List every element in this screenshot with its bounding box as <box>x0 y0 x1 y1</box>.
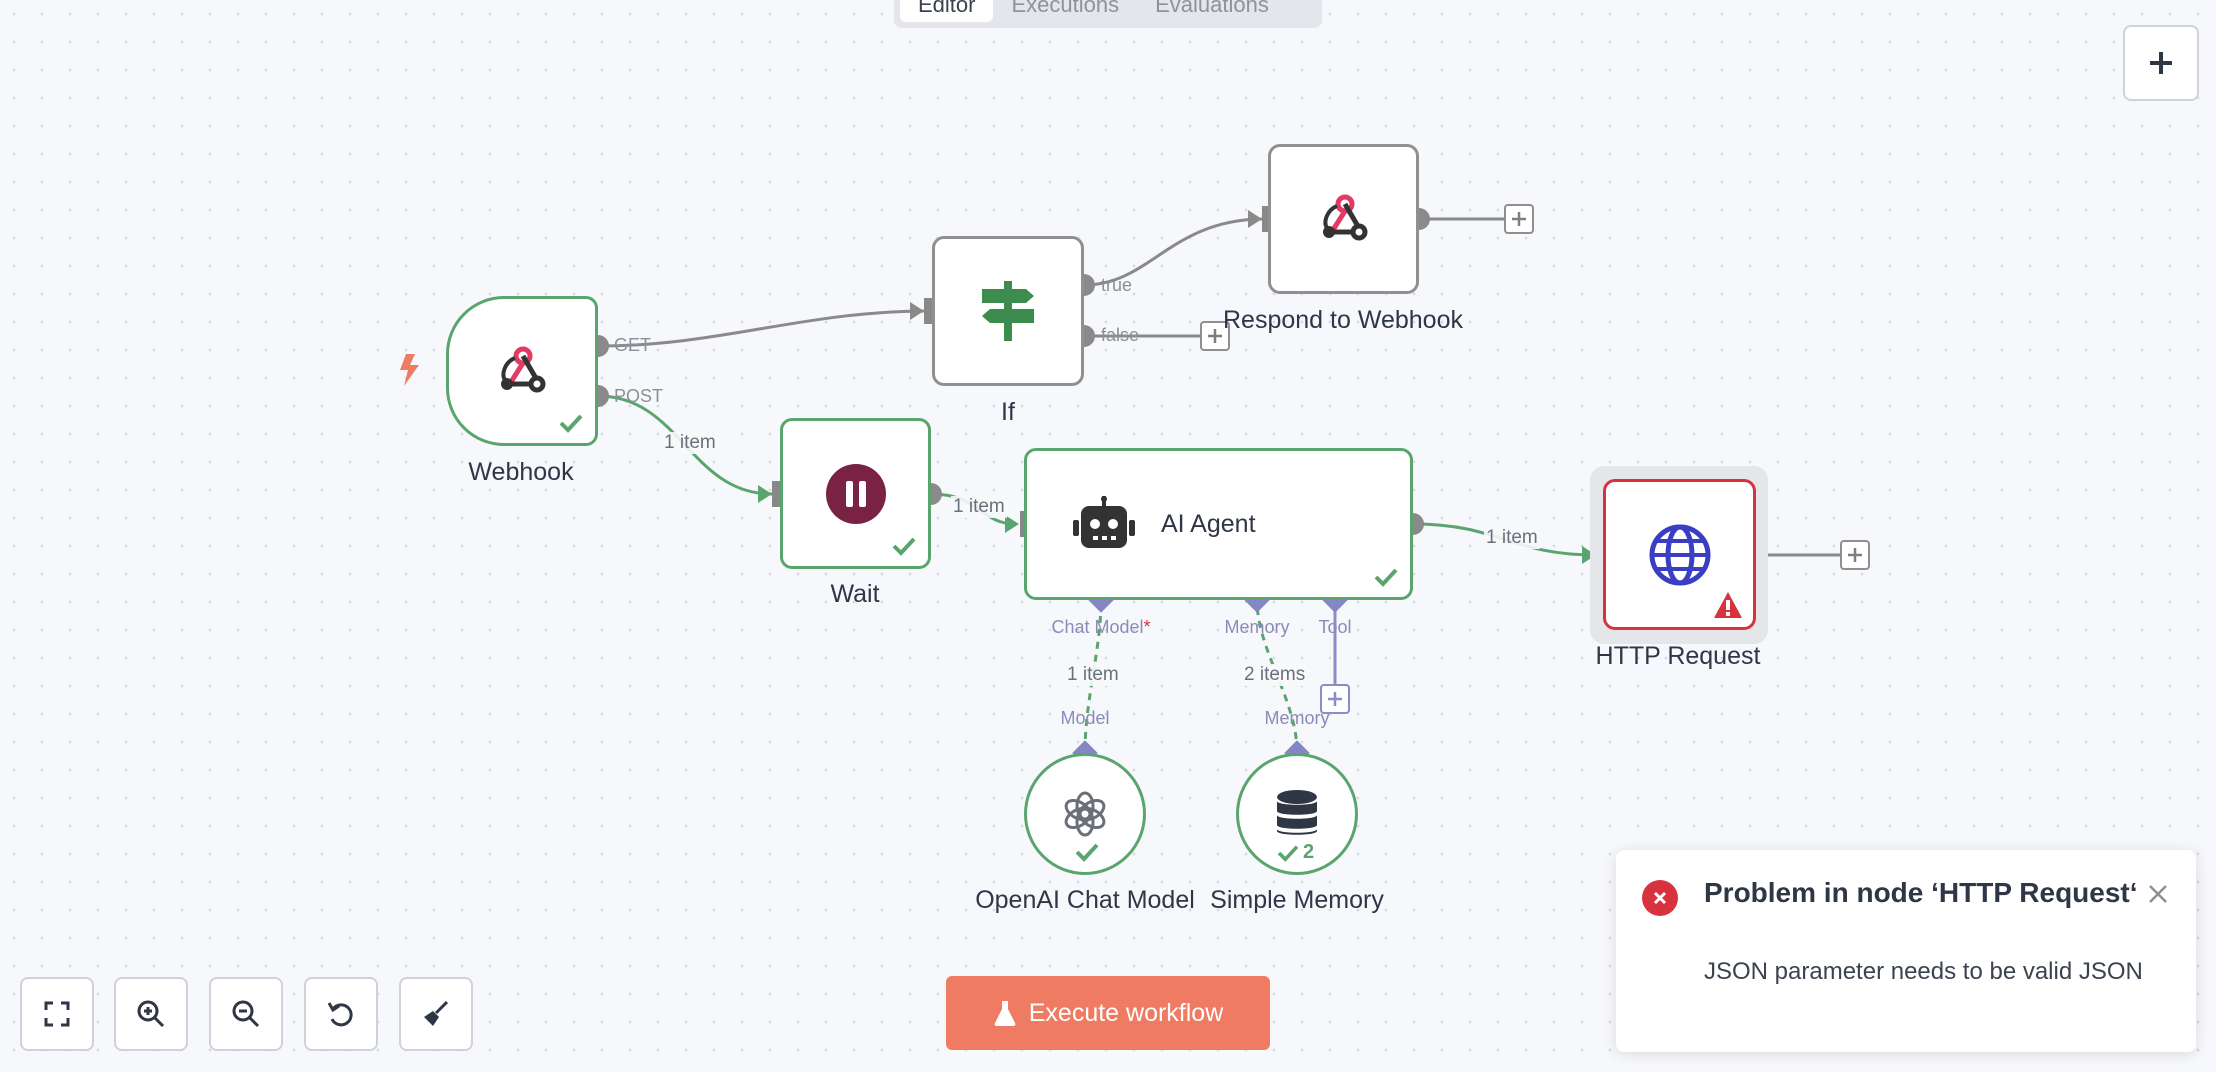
undo-icon <box>327 1002 353 1027</box>
success-check-icon <box>892 537 916 556</box>
edge-get-if <box>597 309 925 348</box>
success-check-icon <box>1374 568 1398 587</box>
plus-icon <box>2150 52 2172 74</box>
port-label-true: true <box>1101 275 1133 295</box>
pause-icon <box>825 463 886 524</box>
tab-evaluations[interactable]: Evaluations <box>1155 0 1269 17</box>
success-check-icon <box>1075 843 1099 862</box>
node-label-openai: OpenAI Chat Model <box>975 886 1195 914</box>
plus-icon <box>1512 212 1526 226</box>
add-node-respond-button[interactable] <box>1504 204 1534 234</box>
flask-icon <box>994 1001 1016 1026</box>
node-ai-agent[interactable]: AI Agent <box>1024 448 1413 600</box>
tab-executions[interactable]: Executions <box>1011 0 1120 17</box>
port-label-tool: Tool <box>1318 617 1352 637</box>
webhook-icon <box>1322 194 1367 241</box>
openai-icon <box>1064 791 1106 837</box>
port-label-memory-in: Memory <box>1264 708 1330 728</box>
run-count-value: 2 <box>1303 841 1315 863</box>
zoom-in-icon <box>137 1000 165 1028</box>
view-tabs: Editor Executions Evaluations <box>894 0 1322 28</box>
edge-label-wait-agent: 1 item <box>951 496 1007 518</box>
tab-editor[interactable]: Editor <box>900 0 994 22</box>
open-nodes-panel-button[interactable] <box>2123 25 2199 101</box>
error-icon <box>1642 880 1678 916</box>
node-label-simple-memory: Simple Memory <box>1210 886 1384 914</box>
zoom-out-icon <box>232 1000 260 1028</box>
zoom-in-button[interactable] <box>114 977 188 1051</box>
node-if[interactable] <box>932 236 1084 386</box>
port-label-model: Model <box>1060 708 1110 728</box>
edge-model-agent <box>1083 599 1103 753</box>
globe-icon <box>1649 524 1710 585</box>
node-label-wait: Wait <box>830 580 880 608</box>
edge-label-memory-agent: 2 items <box>1242 664 1308 686</box>
signpost-icon <box>982 281 1034 341</box>
node-simple-memory[interactable]: 2 <box>1236 753 1358 875</box>
toast-message: JSON parameter needs to be valid JSON <box>1704 958 2143 985</box>
webhook-icon <box>501 346 546 393</box>
edge-label-agent-http: 1 item <box>1484 527 1540 549</box>
broom-icon <box>424 1000 449 1026</box>
robot-icon <box>1073 496 1135 548</box>
node-label-ai-agent: AI Agent <box>1161 509 1256 538</box>
add-node-http-button[interactable] <box>1840 540 1870 570</box>
database-icon <box>1277 790 1317 835</box>
close-icon[interactable] <box>2144 880 2172 908</box>
node-wait[interactable] <box>780 418 931 569</box>
node-label-http-request: HTTP Request <box>1595 642 1761 670</box>
port-label-memory: Memory <box>1224 617 1290 637</box>
edge-label-post-wait: 1 item <box>662 432 718 454</box>
fit-view-icon <box>44 1001 70 1027</box>
error-toast: Problem in node ‘HTTP Request‘ JSON para… <box>1616 850 2196 1052</box>
port-label-get: GET <box>614 335 652 355</box>
node-http-request[interactable] <box>1603 479 1756 630</box>
node-label-if: If <box>1001 398 1015 426</box>
execute-workflow-label: Execute workflow <box>1028 998 1224 1027</box>
success-check-icon <box>559 414 583 433</box>
zoom-to-fit-button[interactable] <box>20 977 94 1051</box>
toast-title: Problem in node ‘HTTP Request‘ <box>1704 877 2138 908</box>
edge-true-respond <box>1083 217 1263 287</box>
execute-workflow-button[interactable]: Execute workflow <box>946 976 1270 1050</box>
trigger-bolt-icon <box>400 354 419 386</box>
required-marker: * <box>1143 617 1151 637</box>
node-label-webhook: Webhook <box>468 458 574 486</box>
add-tool-button[interactable] <box>1320 684 1350 714</box>
port-label-post: POST <box>614 386 664 406</box>
node-webhook[interactable] <box>446 296 598 446</box>
port-label-false: false <box>1101 325 1140 345</box>
plus-icon <box>1848 548 1862 562</box>
node-label-respond: Respond to Webhook <box>1223 306 1463 334</box>
warning-icon <box>1714 592 1742 618</box>
edge-label-model-agent: 1 item <box>1065 664 1121 686</box>
port-label-chat-model: Chat Model* <box>1051 617 1151 637</box>
node-openai-chat-model[interactable] <box>1024 753 1146 875</box>
node-respond-to-webhook[interactable] <box>1268 144 1419 294</box>
plus-icon <box>1328 692 1342 706</box>
success-check-icon <box>1277 844 1299 862</box>
plus-icon <box>1208 329 1222 343</box>
reset-zoom-button[interactable] <box>304 977 378 1051</box>
run-count: 2 <box>1277 841 1314 864</box>
tidy-up-button[interactable] <box>399 977 473 1051</box>
add-node-false-button[interactable] <box>1200 321 1230 351</box>
zoom-out-button[interactable] <box>209 977 283 1051</box>
